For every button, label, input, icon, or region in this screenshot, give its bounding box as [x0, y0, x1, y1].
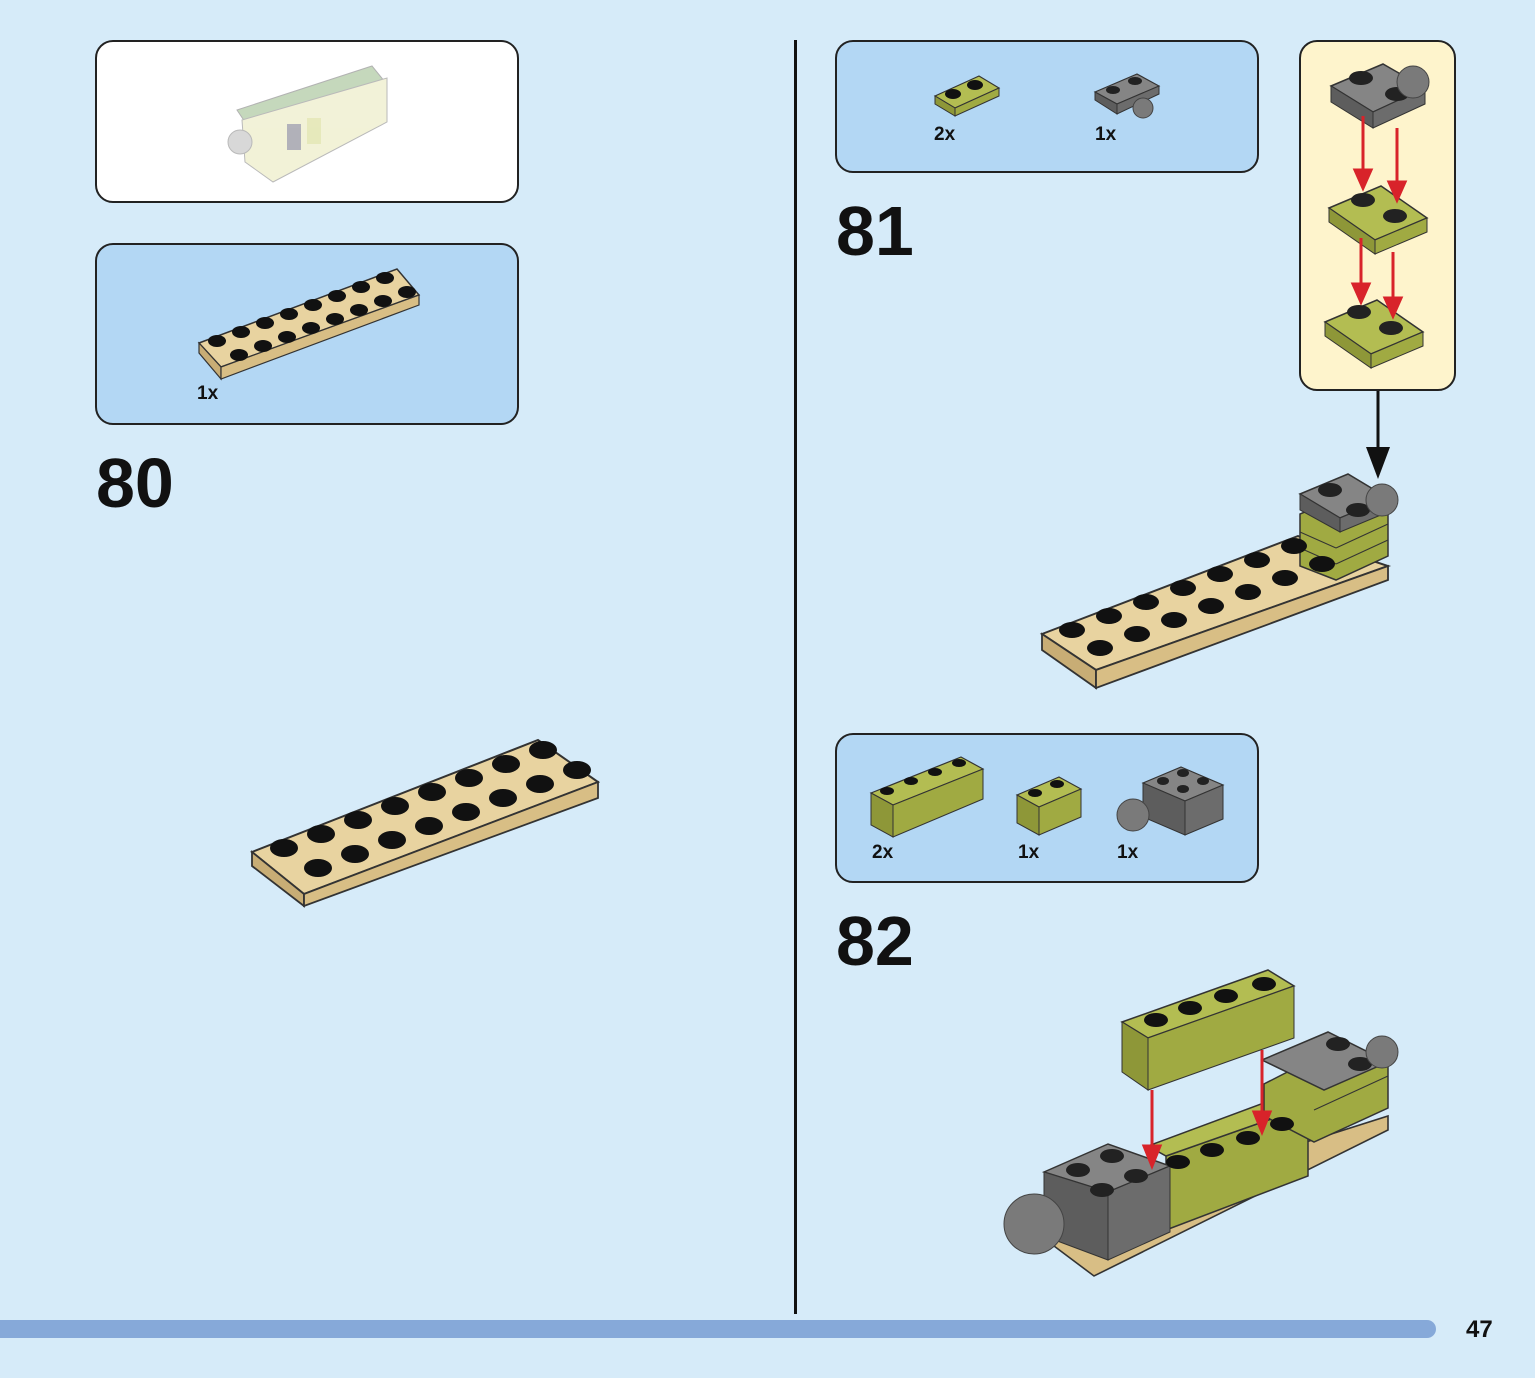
- subassembly-stack-diagram: [1323, 63, 1430, 369]
- step-81-build: [1039, 473, 1399, 690]
- stud: [307, 825, 335, 843]
- stud: [208, 335, 226, 347]
- stud: [1244, 552, 1270, 568]
- stud: [1281, 538, 1307, 554]
- olive-plate-1x2-part: [933, 75, 1001, 117]
- stud: [398, 286, 416, 298]
- stud: [230, 349, 248, 361]
- step-81-number: 81: [836, 192, 914, 270]
- stud: [304, 299, 322, 311]
- stud: [529, 741, 557, 759]
- stud: [270, 839, 298, 857]
- step-82-build: [1003, 969, 1399, 1277]
- stud: [1309, 556, 1335, 572]
- stud: [280, 308, 298, 320]
- stud: [1235, 584, 1261, 600]
- stud: [1124, 626, 1150, 642]
- stud: [304, 859, 332, 877]
- stud: [415, 817, 443, 835]
- stud: [1096, 608, 1122, 624]
- stud: [418, 783, 446, 801]
- stud: [341, 845, 369, 863]
- stud: [1207, 566, 1233, 582]
- stud: [232, 326, 250, 338]
- page-number: 47: [1466, 1316, 1493, 1343]
- stud: [256, 317, 274, 329]
- step-82-number: 82: [836, 902, 914, 980]
- stud: [492, 755, 520, 773]
- model-preview-image: [227, 65, 388, 183]
- step-82-qty-gray: 1x: [1117, 842, 1139, 863]
- model-preview-box: [95, 40, 519, 203]
- step-82-qty-1x4: 2x: [872, 842, 894, 863]
- progress-bar: [0, 1320, 1436, 1338]
- stud: [254, 340, 272, 352]
- step-80-parts-box: 1x: [95, 243, 519, 425]
- step-82-parts-box: 2x 1x 1x: [835, 733, 1259, 883]
- step-81-subassembly-box: [1299, 40, 1456, 391]
- stud: [381, 797, 409, 815]
- page-divider: [794, 40, 797, 1314]
- stud: [378, 831, 406, 849]
- stud: [489, 789, 517, 807]
- stud: [526, 775, 554, 793]
- step-80-qty: 1x: [197, 383, 219, 404]
- step-81-parts-box: 2x 1x: [835, 40, 1259, 173]
- stud: [1161, 612, 1187, 628]
- stud: [352, 281, 370, 293]
- olive-brick-1x4-part: [869, 756, 985, 838]
- stud: [278, 331, 296, 343]
- stud: [374, 295, 392, 307]
- stud: [1198, 598, 1224, 614]
- stud: [328, 290, 346, 302]
- stud: [344, 811, 372, 829]
- stud: [326, 313, 344, 325]
- step-80-build-tan-plate: [250, 738, 601, 908]
- subassembly-arrow: [1366, 391, 1390, 479]
- step-82-qty-1x2: 1x: [1018, 842, 1040, 863]
- stud: [452, 803, 480, 821]
- step-81-qty-gray: 1x: [1095, 124, 1117, 145]
- step-80-number: 80: [96, 444, 174, 522]
- stud: [350, 304, 368, 316]
- stud: [563, 761, 591, 779]
- stud: [1272, 570, 1298, 586]
- stud: [302, 322, 320, 334]
- gray-plate-with-ball-part: [1093, 73, 1161, 119]
- gray-brick-with-ball-part: [1116, 766, 1225, 836]
- stud: [1087, 640, 1113, 656]
- stud: [1133, 594, 1159, 610]
- stud: [1170, 580, 1196, 596]
- tan-plate-2x8-part: [197, 268, 421, 381]
- stud: [376, 272, 394, 284]
- olive-brick-1x2-part: [1015, 776, 1083, 836]
- stud: [455, 769, 483, 787]
- step-81-qty-olive: 2x: [934, 124, 956, 145]
- stud: [1059, 622, 1085, 638]
